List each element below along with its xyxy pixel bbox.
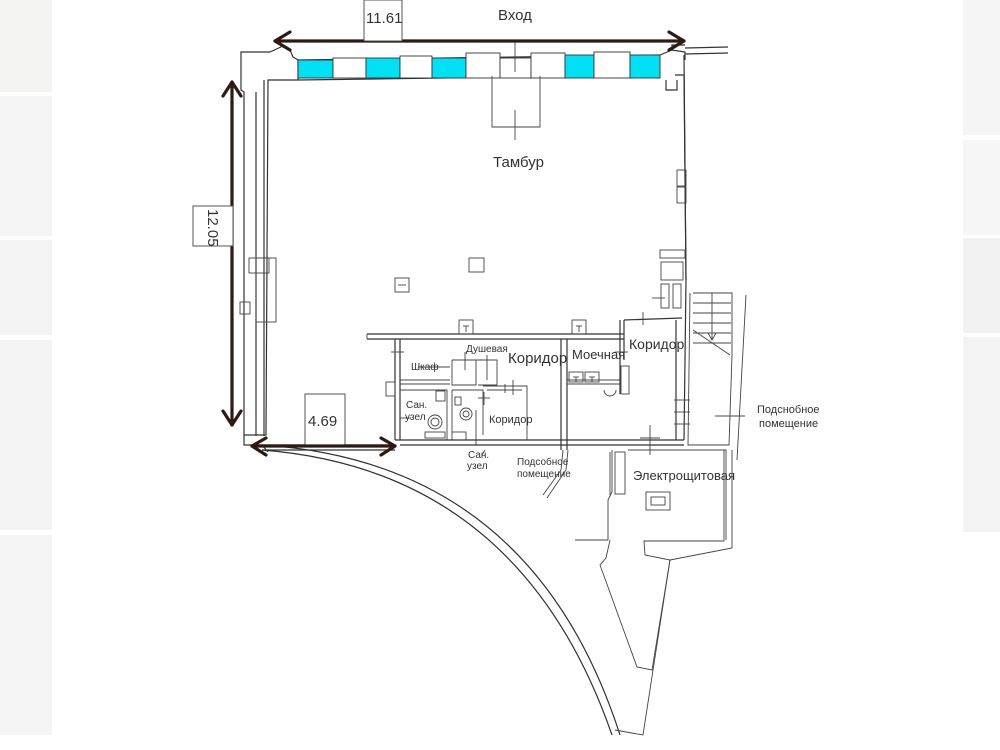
window-glass — [297, 59, 334, 79]
lower-area — [261, 444, 733, 736]
background-photo-strip — [0, 96, 52, 236]
room-label-closet: Шкаф — [411, 361, 439, 373]
window-glass — [629, 54, 661, 79]
background-photo-strip — [0, 340, 52, 530]
background-photo-strip — [963, 337, 1000, 532]
staircase — [684, 292, 747, 540]
vestibule-outline — [491, 40, 541, 140]
room-label-electrical-room: Электрощитовая — [633, 468, 735, 483]
room-label-washing-room: Моечная — [572, 347, 625, 362]
room-label-corridor-right: Коридор — [629, 336, 685, 352]
window-frame — [465, 52, 501, 79]
window-frame — [593, 51, 631, 79]
room-label-corridor-main: Коридор — [508, 350, 567, 367]
dimension-top — [273, 0, 686, 52]
columns — [394, 257, 485, 293]
outer-walls — [240, 44, 729, 453]
window-glass — [365, 57, 401, 79]
left-wall-fixtures — [239, 257, 277, 323]
background-photo-strip — [963, 140, 1000, 235]
room-label-shower: Душевая — [466, 344, 508, 355]
dimension-bottom — [250, 393, 397, 457]
window-frame — [499, 57, 532, 79]
dimension-width-bottom-label: 4.69 — [308, 413, 337, 430]
window-frame — [332, 57, 367, 79]
service-rooms — [366, 312, 690, 455]
dimension-height-left-label: 12.05 — [204, 209, 221, 247]
background-photo-strip — [0, 535, 52, 735]
room-label-bathroom-1-line1: Сан. — [406, 400, 427, 411]
room-label-bathroom-1-line2: узел — [405, 412, 426, 423]
window-frame — [399, 55, 433, 79]
dimension-width-top-label: 11.61 — [366, 10, 402, 27]
background-photo-strip — [963, 238, 1000, 333]
background-photo-strip — [963, 0, 1000, 135]
window-glass — [431, 57, 467, 79]
background-photo-strip — [0, 240, 52, 335]
facade-windows — [297, 51, 661, 79]
room-label-utility-right-line2: помещение — [759, 418, 818, 430]
room-label-bathroom-2-line1: Сан. — [468, 450, 489, 461]
window-glass — [564, 54, 595, 79]
room-label-utility-line1: Подсобное — [517, 456, 569, 468]
dimension-left — [192, 80, 243, 427]
room-label-corridor-small: Коридор — [489, 414, 532, 426]
background-photo-strip — [0, 0, 52, 92]
window-frame — [530, 52, 566, 79]
room-label-vestibule: Тамбур — [493, 154, 544, 171]
room-label-utility-line2: помещение — [517, 469, 571, 480]
room-label-bathroom-2-line2: узел — [467, 461, 488, 472]
room-label-utility-right-line1: Подснобное — [757, 404, 820, 416]
right-wall-fixtures — [652, 169, 687, 309]
room-label-entrance: Вход — [498, 7, 532, 24]
